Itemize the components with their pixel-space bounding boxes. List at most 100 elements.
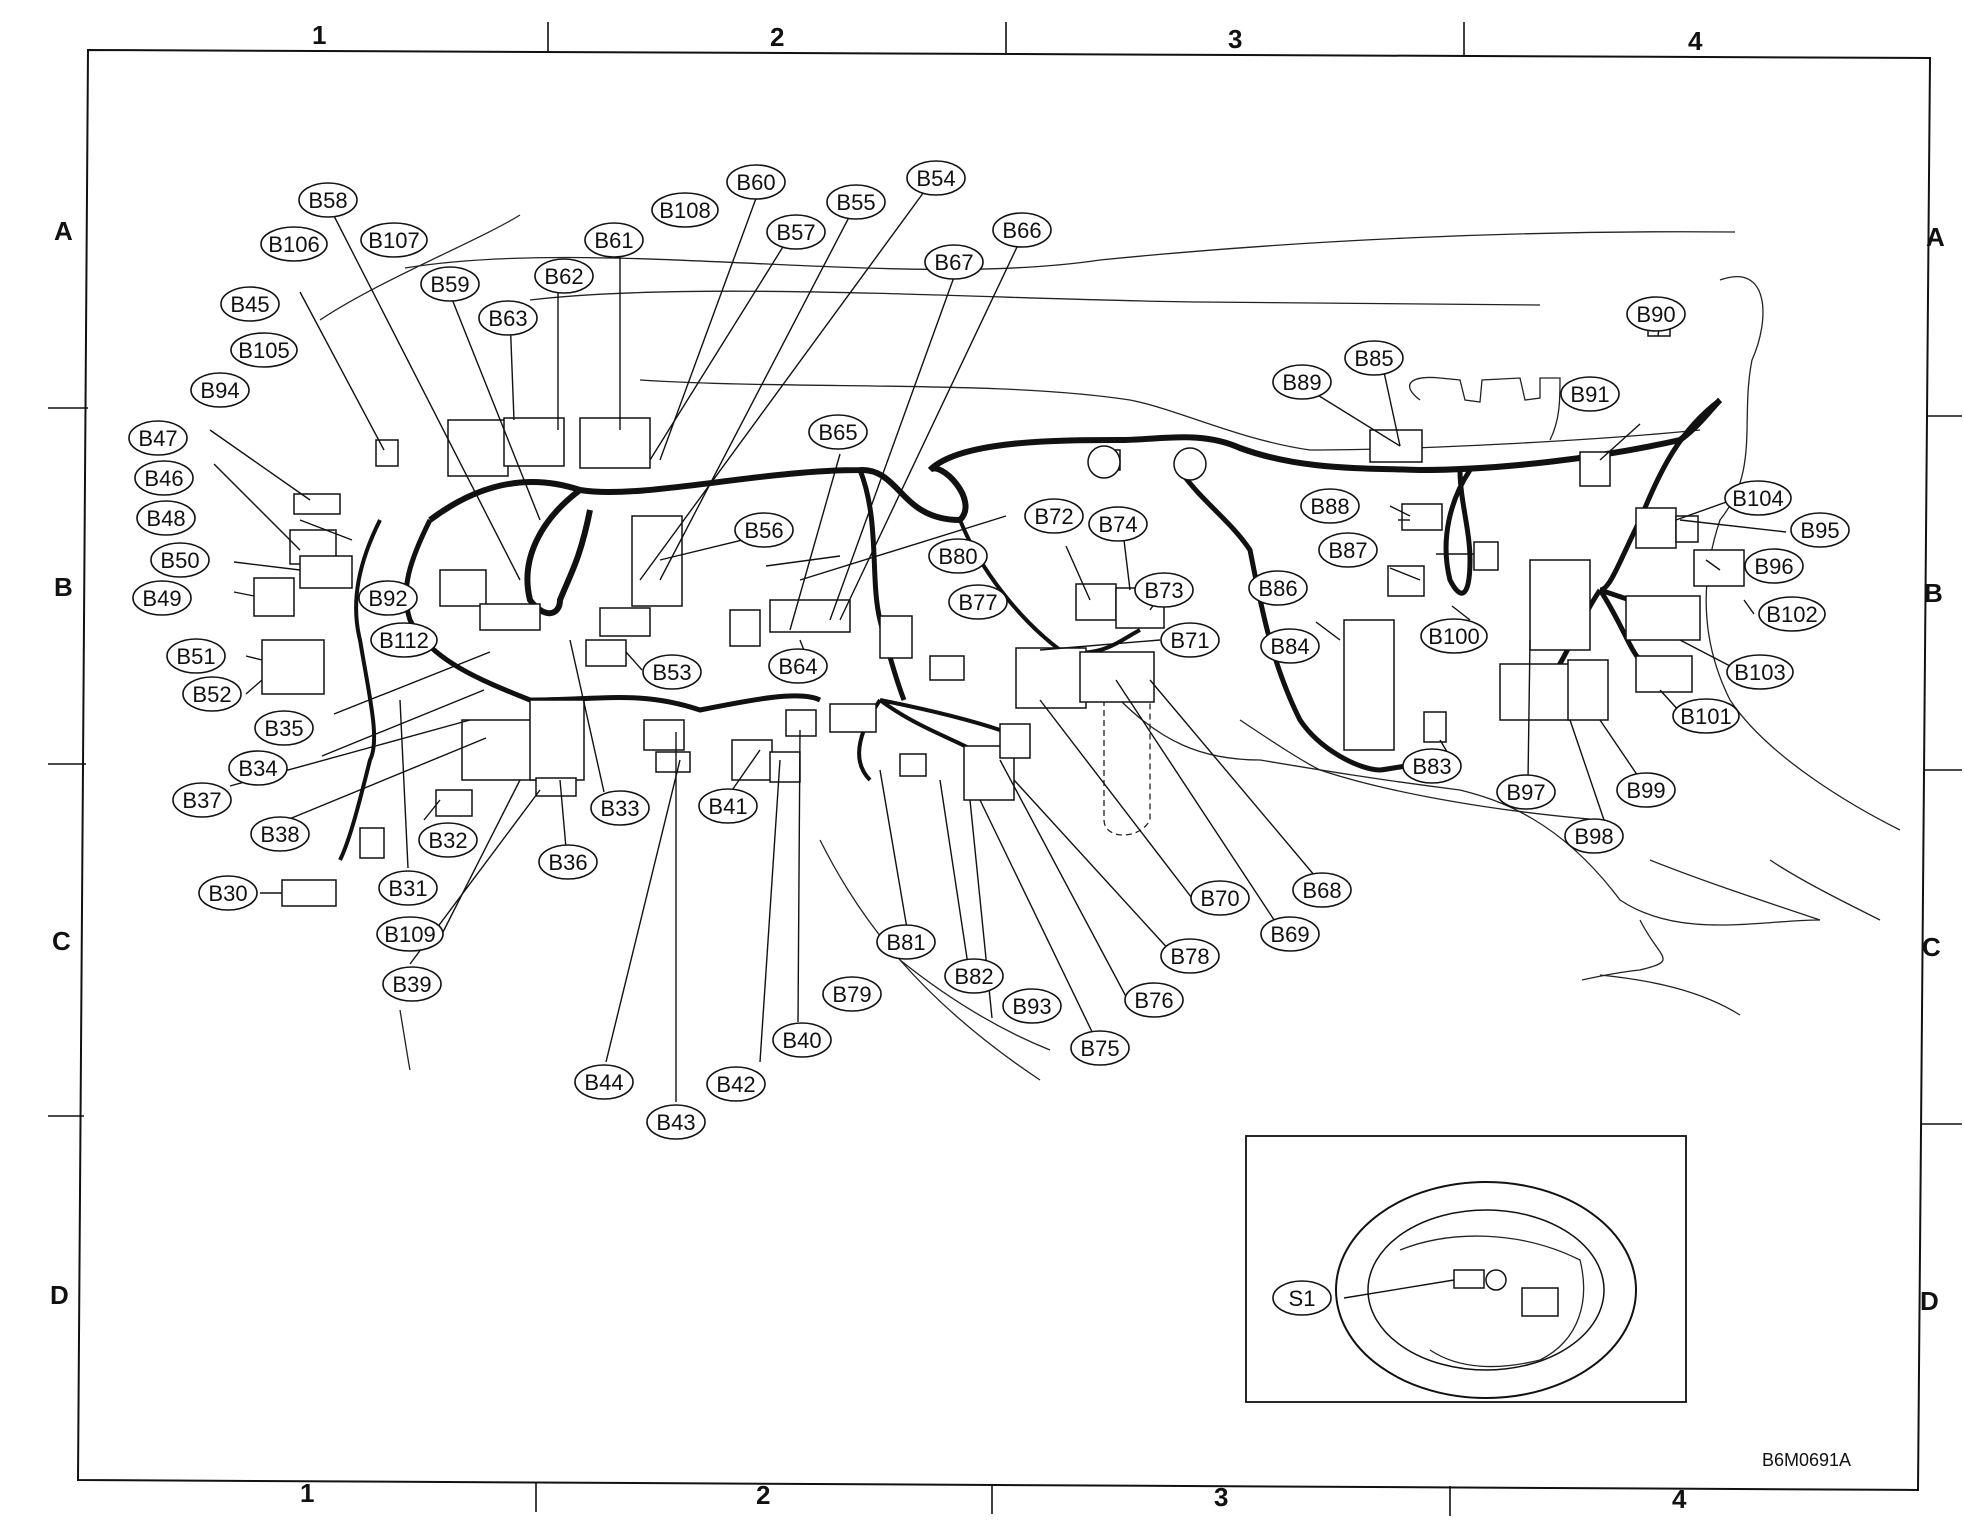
- connector-label-text: B34: [238, 756, 277, 781]
- connector-label-b104: B104: [1724, 480, 1792, 516]
- connector-label-b103: B103: [1726, 654, 1794, 690]
- connector-label-b99: B99: [1616, 772, 1676, 808]
- connector-label-text: S1: [1289, 1286, 1316, 1311]
- connector-label-text: B56: [744, 518, 783, 543]
- grid-col-2-top: 2: [770, 22, 784, 52]
- connector-label-b83: B83: [1402, 748, 1462, 784]
- steering-wheel-inset: [1245, 1135, 1687, 1403]
- leader-lines: [209, 169, 1787, 1102]
- connector-label-text: B49: [142, 586, 181, 611]
- connector-label-text: B52: [192, 682, 231, 707]
- connector-label-text: B83: [1412, 754, 1451, 779]
- connector-label-text: B98: [1574, 824, 1613, 849]
- connector-label-text: B108: [659, 198, 710, 223]
- connector-label-b79: B79: [822, 976, 882, 1012]
- connector-label-text: B54: [916, 166, 955, 191]
- connector-label-text: B92: [368, 586, 407, 611]
- connector-label-b31: B31: [378, 870, 438, 906]
- connector-label-text: B48: [146, 506, 185, 531]
- connector-label-text: B40: [782, 1028, 821, 1053]
- connector-label-text: B104: [1732, 486, 1783, 511]
- grid-ticks: [48, 22, 1962, 1516]
- connector-label-b48: B48: [136, 500, 196, 536]
- connector-label-text: B84: [1270, 634, 1309, 659]
- inset-frame: [1245, 1135, 1687, 1403]
- connector-label-b105: B105: [230, 332, 298, 368]
- connector-label-b63: B63: [478, 300, 538, 336]
- grid-row-a-left: A: [54, 216, 73, 246]
- connector-label-b64: B64: [768, 648, 828, 684]
- connector-label-b85: B85: [1344, 340, 1404, 376]
- connector-label-text: B101: [1680, 704, 1731, 729]
- connector-label-b66: B66: [992, 212, 1052, 248]
- connector-label-b112: B112: [370, 622, 438, 658]
- connector-label-b30: B30: [198, 875, 258, 911]
- grid-col-3-top: 3: [1228, 24, 1242, 54]
- dashboard-outline: [319, 214, 1901, 1081]
- connector-label-b60: B60: [726, 164, 786, 200]
- connector-label-text: B66: [1002, 218, 1041, 243]
- connector-label-text: B53: [652, 660, 691, 685]
- connector-label-text: B38: [260, 822, 299, 847]
- connector-label-text: B31: [388, 876, 427, 901]
- connector-label-text: B99: [1626, 778, 1665, 803]
- connector-label-b96: B96: [1744, 548, 1804, 584]
- grid-col-4-bottom: 4: [1672, 1484, 1687, 1514]
- connector-label-b71: B71: [1160, 622, 1220, 658]
- connector-label-b98: B98: [1564, 818, 1624, 854]
- connector-label-text: B76: [1134, 988, 1173, 1013]
- connector-label-s1: S1: [1272, 1280, 1332, 1316]
- connector-label-text: B46: [144, 466, 183, 491]
- connector-label-text: B78: [1170, 944, 1209, 969]
- grid-col-3-bottom: 3: [1214, 1482, 1228, 1512]
- connector-label-text: B77: [958, 590, 997, 615]
- connector-label-text: B44: [584, 1070, 623, 1095]
- connector-label-text: B86: [1258, 576, 1297, 601]
- connector-label-b47: B47: [128, 420, 188, 456]
- connector-label-b88: B88: [1300, 488, 1360, 524]
- connector-label-text: B33: [600, 796, 639, 821]
- connector-label-text: B35: [264, 716, 303, 741]
- connector-label-b78: B78: [1160, 938, 1220, 974]
- connector-label-text: B97: [1506, 780, 1545, 805]
- grid-labels: 1 2 3 4 1 2 3 4 A B C D A B C D: [50, 20, 1945, 1514]
- connector-label-text: B82: [954, 964, 993, 989]
- connector-label-text: B90: [1636, 302, 1675, 327]
- connector-label-b107: B107: [360, 222, 428, 258]
- grid-row-c-left: C: [52, 926, 71, 956]
- grid-row-a-right: A: [1926, 222, 1945, 252]
- connector-label-text: B69: [1270, 922, 1309, 947]
- grid-row-d-right: D: [1920, 1286, 1939, 1316]
- connector-label-text: B60: [736, 170, 775, 195]
- connector-label-text: B67: [934, 250, 973, 275]
- connector-label-b76: B76: [1124, 982, 1184, 1018]
- steering-wheel-inner-icon: [1367, 1209, 1605, 1371]
- connector-label-b70: B70: [1190, 880, 1250, 916]
- connector-label-text: B109: [384, 922, 435, 947]
- connector-label-text: B42: [716, 1072, 755, 1097]
- connector-label-text: B37: [182, 788, 221, 813]
- connector-label-b43: B43: [646, 1104, 706, 1140]
- grid-row-d-left: D: [50, 1280, 69, 1310]
- connector-label-b92: B92: [358, 580, 418, 616]
- connector-label-text: B72: [1034, 504, 1073, 529]
- connector-label-text: B105: [238, 338, 289, 363]
- connector-label-b41: B41: [698, 788, 758, 824]
- connector-label-b57: B57: [766, 214, 826, 250]
- connector-label-b100: B100: [1420, 618, 1488, 654]
- connector-label-text: B106: [268, 232, 319, 257]
- connector-label-text: B50: [160, 548, 199, 573]
- connector-label-text: B32: [428, 828, 467, 853]
- connector-label-b94: B94: [190, 372, 250, 408]
- connector-label-b72: B72: [1024, 498, 1084, 534]
- connector-label-b81: B81: [876, 924, 936, 960]
- grid-row-b-left: B: [54, 572, 73, 602]
- connector-label-b89: B89: [1272, 364, 1332, 400]
- connector-label-b34: B34: [228, 750, 288, 786]
- connector-label-b51: B51: [166, 638, 226, 674]
- connector-label-b75: B75: [1070, 1030, 1130, 1066]
- figure-code: B6M0691A: [1762, 1450, 1851, 1470]
- connector-label-b35: B35: [254, 710, 314, 746]
